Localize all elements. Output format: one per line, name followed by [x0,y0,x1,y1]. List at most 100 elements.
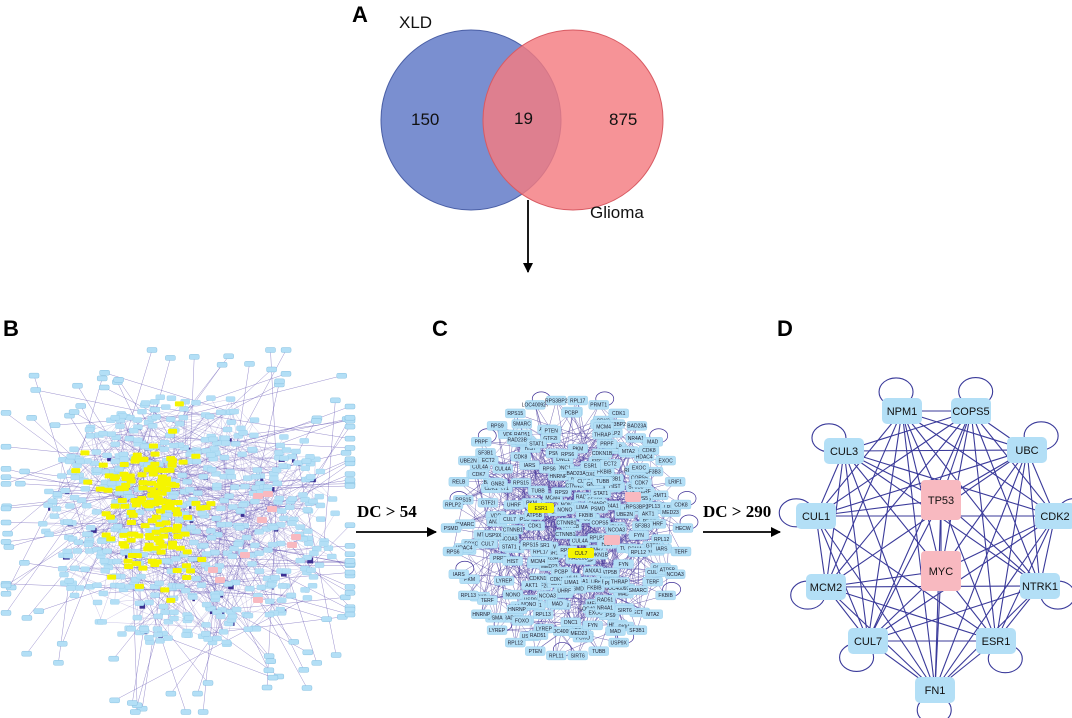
network-c-node-label: SF3B3 [645,469,661,475]
network-c-node-label: IARS [453,572,465,578]
network-b-node [114,466,124,473]
network-c-edge [665,512,671,596]
network-b-node [208,436,218,443]
network-b-node [254,529,264,535]
network-b-edge [54,417,131,517]
network-b-node-yellow [132,561,142,567]
network-c-node-label: ANXA1 [585,569,602,575]
network-c-node: TUBB [588,646,609,656]
network-b-node [0,410,12,416]
network-c-node-label: MTA2 [646,612,659,618]
network-c-node: IARS [651,544,672,554]
network-b-node [201,601,212,608]
network-b-node [169,609,179,615]
network-b-edge [5,471,105,614]
network-d-node-label: CUL1 [802,511,830,523]
network-b-node [26,415,37,421]
venn-left-only-count: 150 [411,110,439,129]
network-b-node [206,534,217,541]
network-b-edge [225,411,235,439]
network-d-node: UBC [1007,437,1047,463]
network-b-node [225,469,235,475]
network-c-node: PTEN [541,425,562,436]
network-b-node-pink [253,597,263,603]
network-b-node-yellow [165,467,175,473]
network-b-node [224,493,234,499]
network-b-node [280,347,292,353]
network-c-node: FKBIB [655,590,676,601]
network-b-node [0,591,12,597]
network-c-node-label: AKT1 [525,583,538,589]
network-d-node-label: FN1 [925,685,946,697]
network-b-node [254,550,264,556]
network-b-node [165,690,177,697]
network-b-node [245,585,255,592]
network-b-node [69,446,79,452]
network-c-node: TUBB [527,485,549,496]
network-b-node [182,479,192,485]
network-b-node [344,483,356,489]
network-b-node-yellow [127,519,137,525]
network-c-node: TERF [477,595,498,605]
network-c-node-label: RPS9 [491,424,504,430]
network-b-edge [137,617,188,621]
network-c-node-highlight: ESR1 [528,503,554,513]
network-c-node-label: TERF [674,549,687,555]
network-b-node [344,569,356,576]
network-c-node-label: RPS9 [555,490,568,496]
network-b-node [0,539,12,545]
network-b-node [33,608,44,614]
network-d-node: ESR1 [976,628,1016,654]
network-b-edge [205,616,343,635]
network-c-node-label: CDK7 [635,481,649,487]
network-c-node-label: SMARC [513,422,531,428]
network-b-node [227,613,238,620]
network-b-node [275,540,286,547]
network-b-node [330,397,341,404]
network-b-node [189,354,200,360]
network-b-node [300,465,310,471]
network-c-node-label: PCBP [565,411,579,417]
network-b-node-yellow [125,473,135,479]
network-b-node-yellow [157,490,167,496]
network-b-node [212,482,222,489]
network-b-edge [58,580,70,663]
network-b-node [327,553,337,560]
network-b-edge [162,436,285,634]
network-b-node [319,541,329,547]
network-b-node [216,362,228,368]
network-c-node: SF3B1 [475,448,496,458]
network-c-node-label: CDK1 [528,524,542,530]
network-c-node-label: ECT2 [633,610,646,616]
network-b-node-yellow [163,527,173,533]
network-c-node: LIMA1 [561,577,582,587]
network-c-node-label: TUBB [531,488,545,494]
network-b-node [72,383,83,389]
network-b-node [254,568,265,574]
network-b-node [92,599,103,606]
network-b-node [139,443,150,450]
network-c-node: RPL13 [458,590,479,601]
network-b-node [181,632,191,638]
network-b-node [218,629,229,635]
network-c-node: THRAP [592,429,613,440]
network-b-node [244,361,255,367]
network-c-node: MCM4 [593,421,614,432]
network-b-node [265,598,275,604]
network-b-node-yellow [126,478,136,484]
network-b-node [154,580,164,586]
network-c-node-label: LRIF1 [668,480,682,486]
network-b-node [278,463,288,469]
network-b-node [226,474,236,480]
network-b-node [132,417,143,423]
network-b-node [150,399,160,405]
network-b-node [113,523,123,530]
network-b-node [336,373,347,379]
network-b-node [19,560,30,566]
network-b-node [206,528,216,534]
network-b-node [161,404,171,410]
network-b-node-yellow [130,458,140,464]
network-c-node: PSMD [587,503,609,514]
network-c-node-label: THRAP [594,432,612,438]
